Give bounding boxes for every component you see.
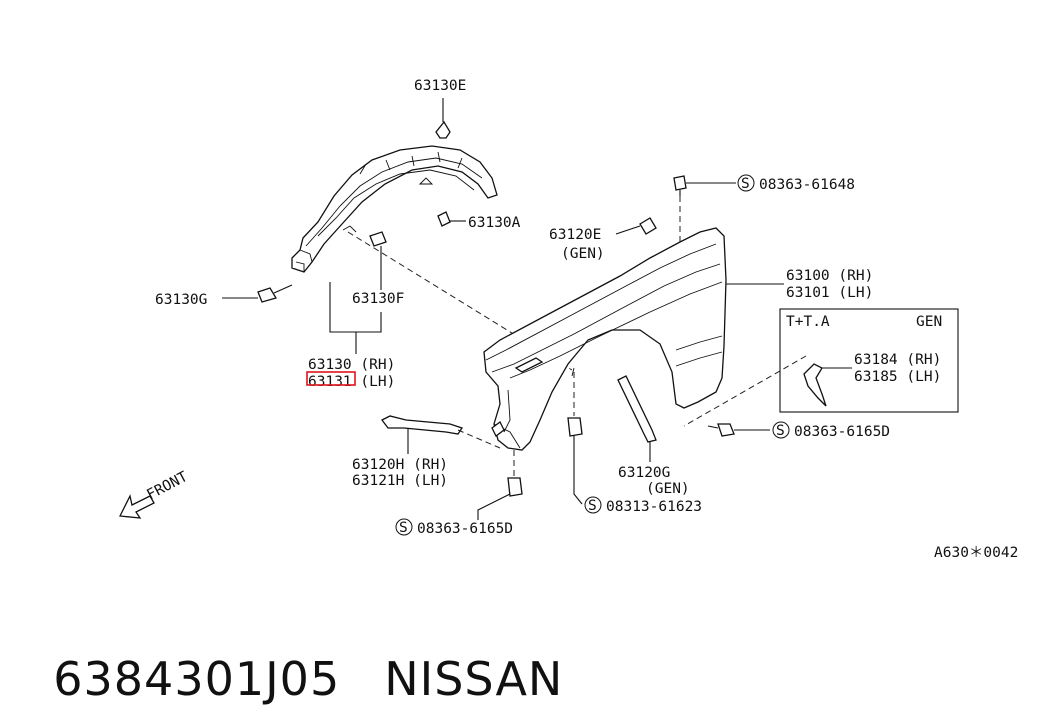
label-63185-lh: 63185 (LH) <box>854 369 941 385</box>
label-ttа: T+T.A <box>786 314 830 330</box>
variant-box: T+T.A GEN 63184 (RH) 63185 (LH) <box>779 308 959 413</box>
s-symbol-4: S <box>395 518 413 536</box>
label-63130F: 63130F <box>352 291 404 307</box>
front-fender <box>483 227 727 451</box>
svg-text:S: S <box>399 520 408 536</box>
label-63121H-lh: 63121H (LH) <box>352 473 448 489</box>
svg-text:S: S <box>741 176 750 192</box>
bolt-08363-61648 <box>673 175 736 196</box>
label-08363-6165D-right: 08363-6165D <box>794 424 890 440</box>
label-63184-rh: 63184 (RH) <box>854 352 941 368</box>
dashed-guide-box <box>683 355 807 427</box>
screw-63130G <box>222 284 293 303</box>
brand-name: NISSAN <box>384 652 564 706</box>
dashed-guide-shield <box>347 231 573 371</box>
label-box-gen: GEN <box>916 314 942 330</box>
parts-diagram: 63130E 63130A 63130G 63130F 63130 (RH) 6… <box>118 78 1018 561</box>
label-63131-lh: 63131 (LH) <box>308 374 395 390</box>
clip-63120E <box>615 217 657 235</box>
label-63120E-gen: (GEN) <box>561 246 605 262</box>
footer-caption: 6384301J05 NISSAN <box>22 598 607 706</box>
s-symbol-1: S <box>737 174 755 192</box>
svg-text:S: S <box>776 423 785 439</box>
svg-text:S: S <box>588 498 597 514</box>
label-63120G-gen: (GEN) <box>646 481 690 497</box>
highlight-box <box>306 371 356 386</box>
bolt-bottom-08363-6165D <box>477 477 523 520</box>
label-63130A: 63130A <box>468 215 521 231</box>
svg-text:FRONT: FRONT <box>144 469 190 504</box>
label-63100-rh: 63100 (RH) <box>786 268 873 284</box>
front-arrow: FRONT <box>118 469 191 519</box>
bolt-right-08363-6165D <box>707 423 770 437</box>
label-63130E: 63130E <box>414 78 466 94</box>
inner-fender-shield <box>291 145 498 273</box>
clip-63130E <box>435 98 451 139</box>
leader-63130 <box>329 282 382 333</box>
s-symbol-2: S <box>772 421 790 439</box>
clip-63130F <box>369 231 387 290</box>
label-63130G: 63130G <box>155 292 207 308</box>
label-08363-6165D-bottom: 08363-6165D <box>417 521 513 537</box>
s-symbol-3: S <box>584 496 602 514</box>
label-08313-61623: 08313-61623 <box>606 499 702 515</box>
label-63120G: 63120G <box>618 465 670 481</box>
label-63130-rh: 63130 (RH) <box>308 357 395 373</box>
diagram-code: A630＊0042 <box>934 545 1018 561</box>
label-63120E: 63120E <box>549 227 601 243</box>
part-number: 6384301J05 <box>53 652 341 706</box>
label-08363-61648: 08363-61648 <box>759 177 855 193</box>
clip-63130A <box>437 211 466 227</box>
label-63101-lh: 63101 (LH) <box>786 285 873 301</box>
label-63120H-rh: 63120H (RH) <box>352 457 448 473</box>
rod-63120H <box>381 415 501 454</box>
bolt-08313-61623 <box>567 417 583 505</box>
bracket-63120G <box>617 375 657 462</box>
